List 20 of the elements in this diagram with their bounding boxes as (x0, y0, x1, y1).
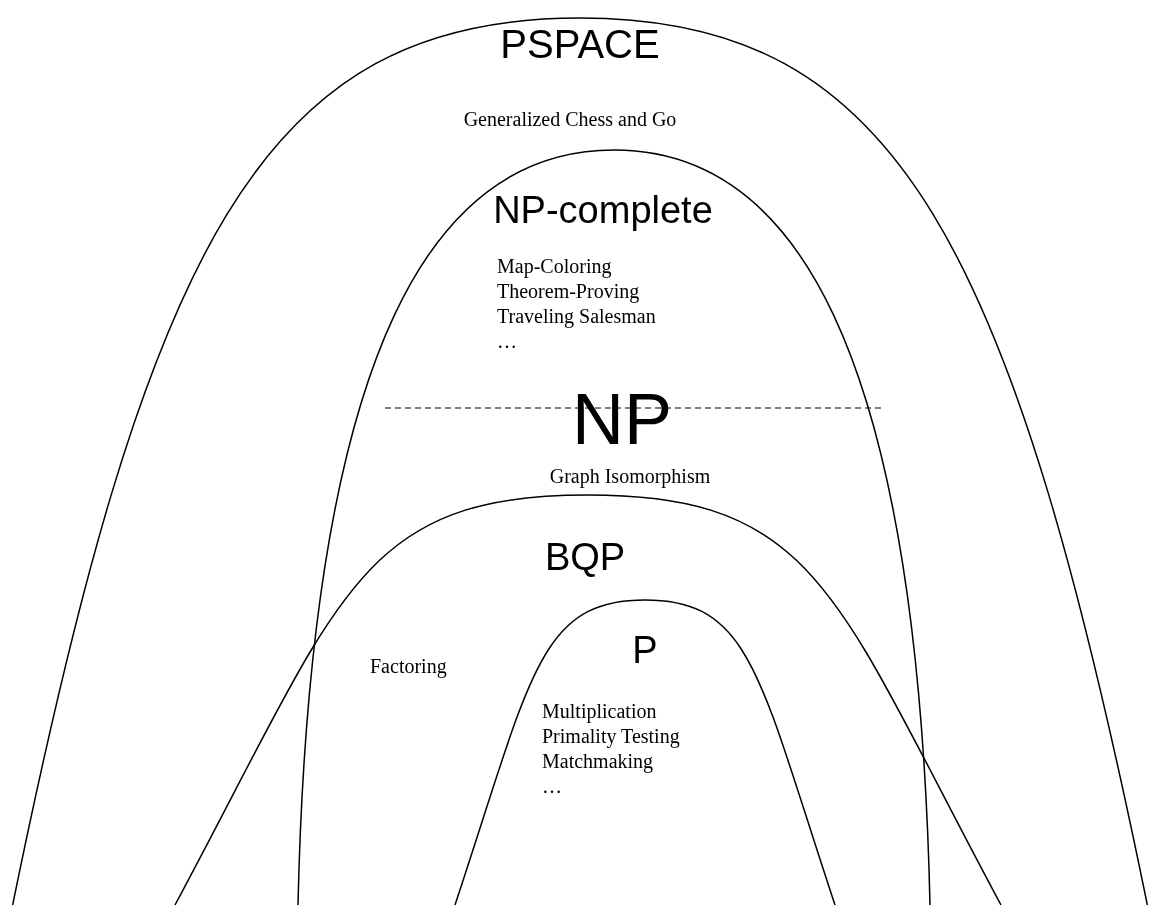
complexity-class-region (298, 150, 930, 905)
class-title: NP-complete (493, 190, 713, 232)
complexity-class-region (10, 18, 1150, 905)
class-title: BQP (544, 537, 626, 579)
class-title: PSPACE (500, 22, 660, 66)
problem-name: Map-Coloring (497, 255, 612, 277)
complexity-class-region (455, 600, 835, 905)
problem-name: Traveling Salesman (497, 305, 656, 327)
problem-name: Theorem-Proving (497, 280, 640, 302)
problem-name: Factoring (370, 655, 447, 677)
problem-name: Primality Testing (542, 725, 680, 747)
ellipsis-text: … (542, 775, 562, 797)
problem-name: Multiplication (542, 700, 657, 722)
problem-name: Matchmaking (542, 750, 654, 772)
ellipsis-text: … (497, 330, 517, 352)
complexity-class-region (175, 495, 1001, 905)
class-title: NP (572, 380, 672, 460)
problem-name: Generalized Chess and Go (463, 108, 677, 130)
class-title: P (632, 630, 658, 672)
problem-name: Graph Isomorphism (549, 465, 711, 487)
